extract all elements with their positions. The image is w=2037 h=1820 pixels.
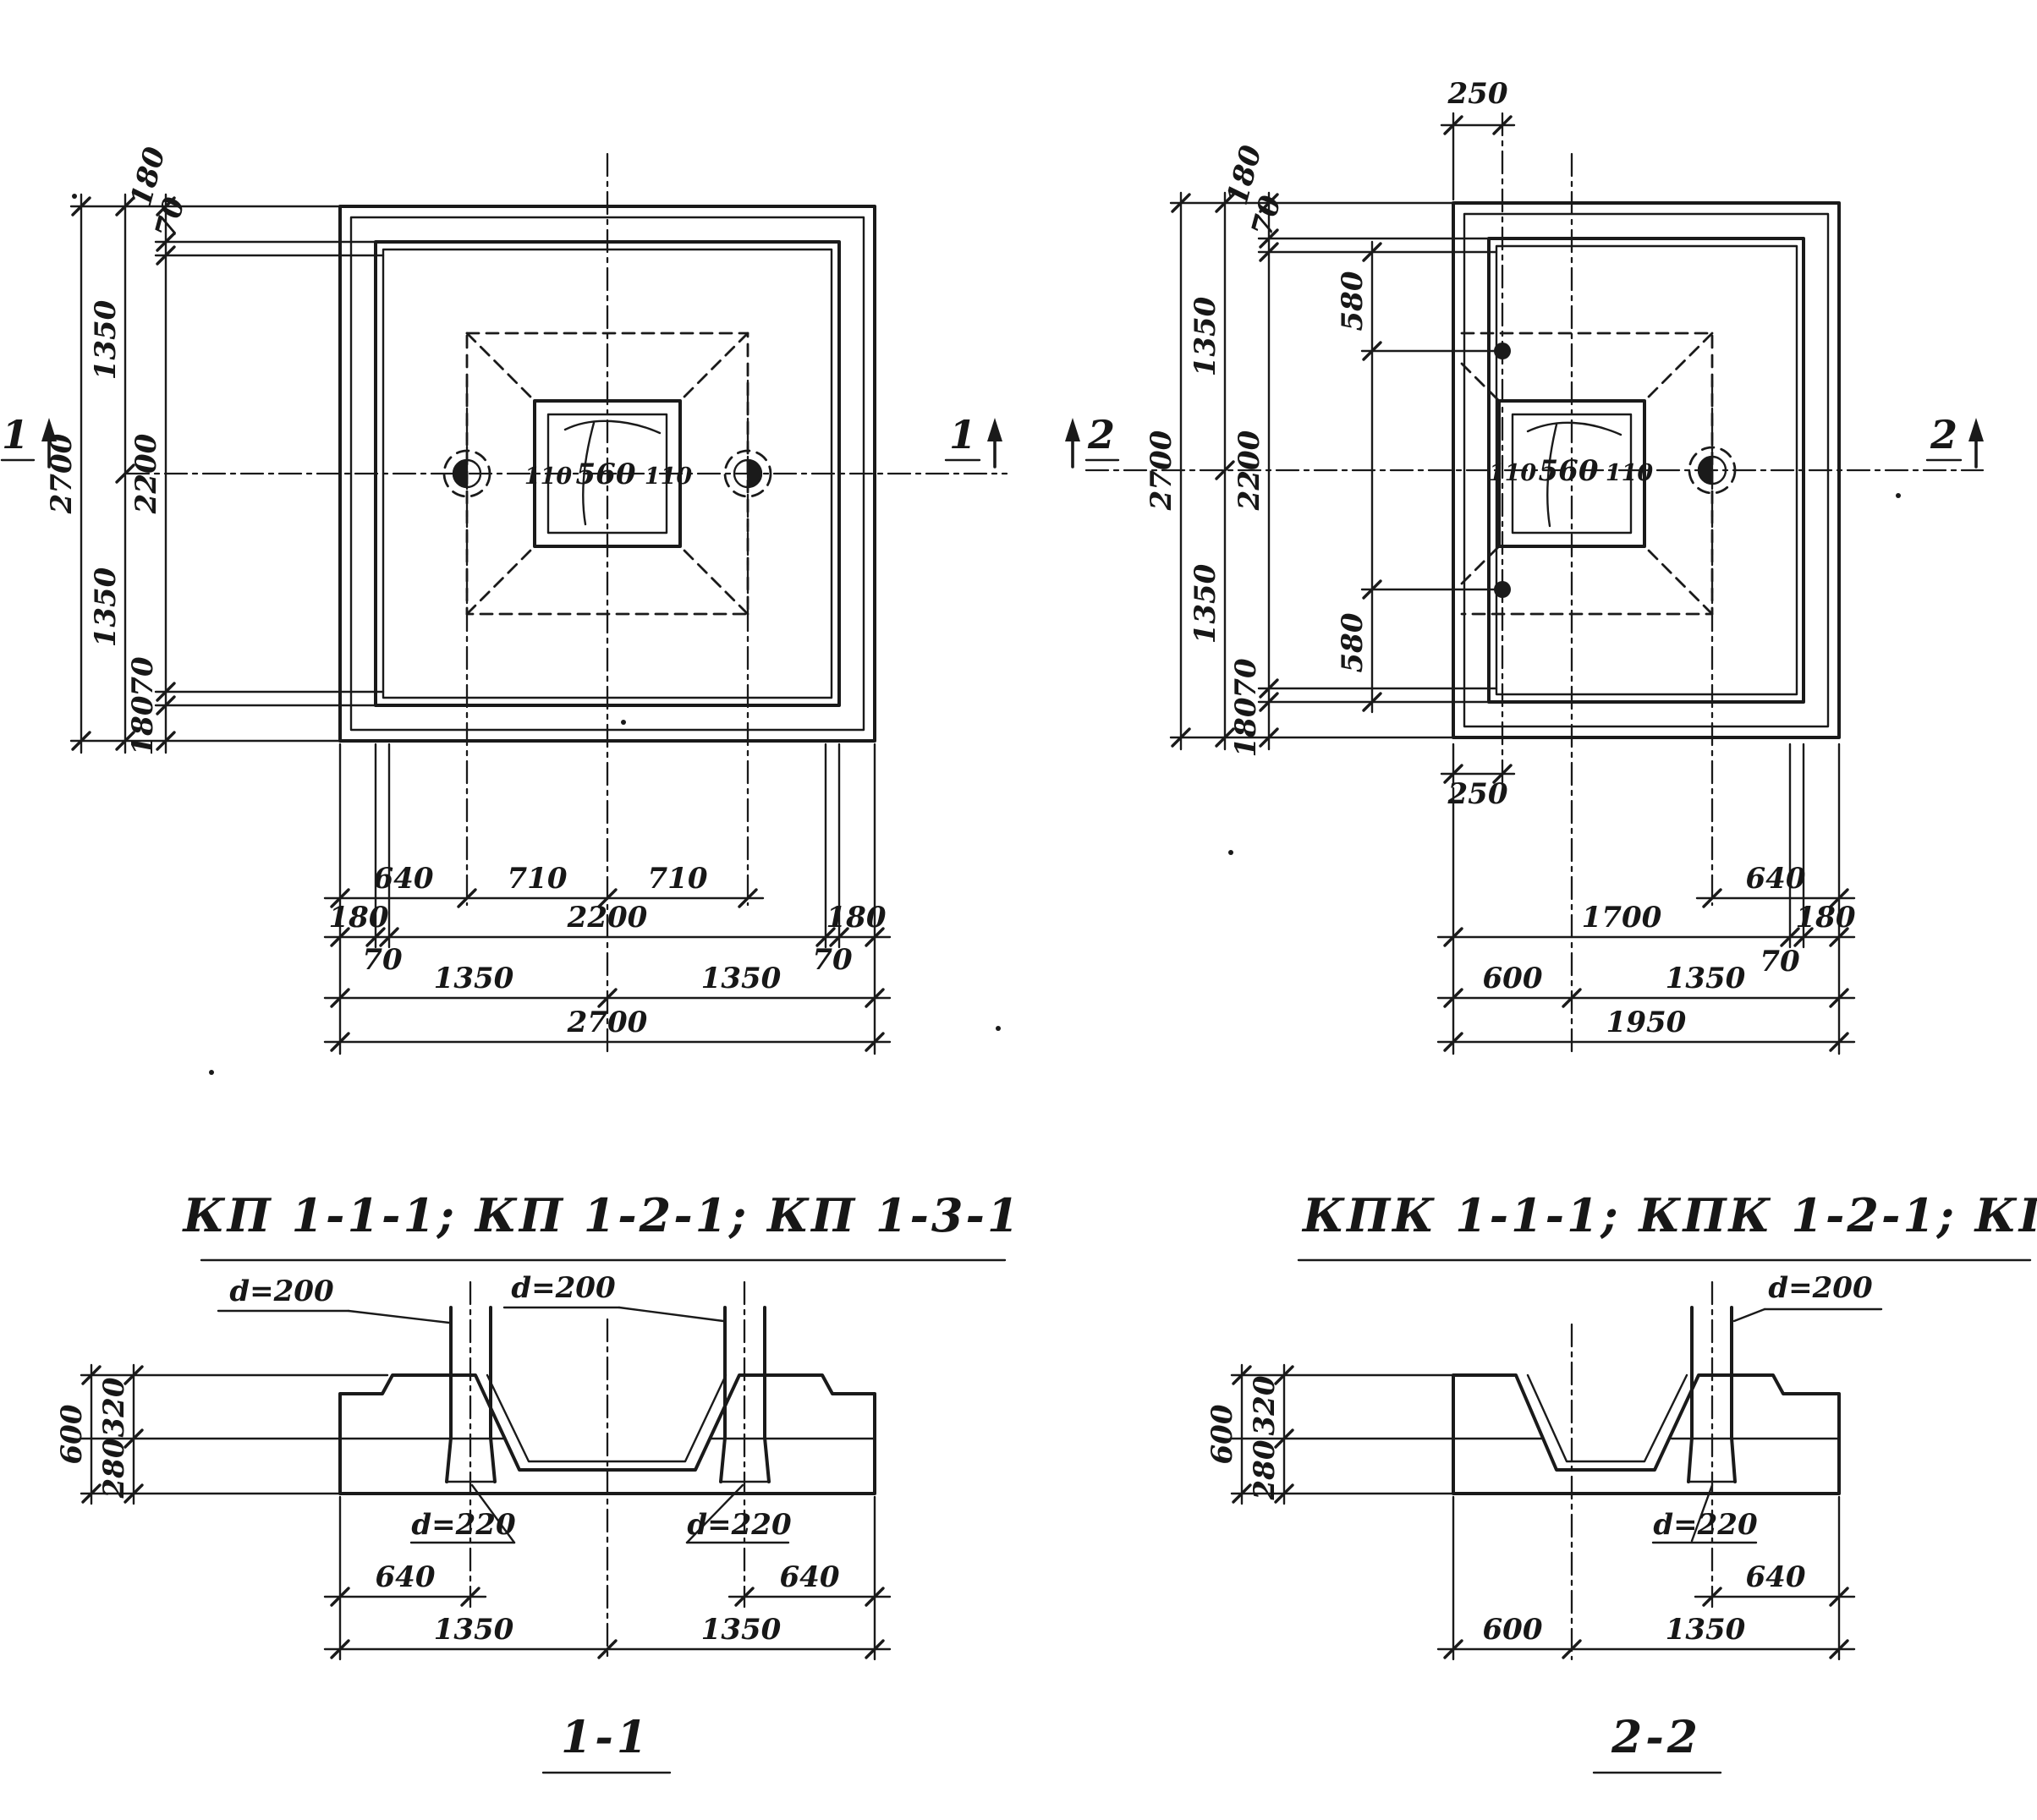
- section2-arrow-left: [1063, 416, 1082, 469]
- dim-600-s1: 600: [55, 1404, 89, 1464]
- dim-250-top: 250: [1447, 77, 1508, 111]
- dim-1350-s2b: 1350: [1666, 1613, 1746, 1647]
- pencil-scribble: [1526, 421, 1622, 436]
- dim-560: 560: [576, 458, 636, 491]
- section1-dims-left: [80, 1363, 389, 1505]
- plan-left: [0, 152, 1008, 1055]
- dim-2700-l: 2700: [45, 433, 79, 514]
- dim-320-s1: 320: [97, 1377, 131, 1437]
- dim-110-rb: 110: [1606, 460, 1654, 486]
- dim-70-bot-l: 70: [126, 656, 160, 697]
- pipe-right: [719, 1306, 771, 1483]
- dim-600-s2b: 600: [1483, 1613, 1543, 1647]
- dim-70-bl: 70: [362, 943, 403, 977]
- dim-580-bot: 580: [1336, 612, 1370, 672]
- dim-2700-r: 2700: [1145, 430, 1178, 511]
- section2-outline: [1452, 1373, 1841, 1495]
- section2-marker-left: 2: [1087, 412, 1115, 458]
- dim-110-b: 110: [645, 463, 693, 490]
- dim-710-b: 710: [648, 862, 708, 896]
- scan-specks: [72, 194, 1901, 1075]
- section2-dims-bottom: [1436, 1495, 1856, 1661]
- section1-marker-right: 1: [949, 412, 976, 458]
- label-d220-s2: d=220: [1653, 1508, 1758, 1542]
- dim-1350-top-r: 1350: [1189, 296, 1222, 376]
- dim-1350-ba: 1350: [434, 962, 514, 995]
- dim-320-s2: 320: [1248, 1375, 1282, 1435]
- dim-250-bot: 250: [1447, 777, 1508, 811]
- section1-leaders: [217, 1306, 790, 1544]
- dim-70-rb: 70: [1760, 945, 1800, 979]
- title-plan-left: КП 1-1-1; КП 1-2-1; КП 1-3-1: [182, 1188, 1022, 1242]
- title-section-1-1: 1-1: [561, 1712, 651, 1763]
- section2-marker-right: 2: [1930, 412, 1957, 458]
- section2-arrow-right: [1967, 416, 1985, 469]
- plan-right-dims-left: [1169, 191, 1504, 751]
- dim-110-a: 110: [524, 463, 573, 490]
- dim-580-top: 580: [1336, 271, 1370, 331]
- dim-110-ra: 110: [1489, 460, 1537, 486]
- dim-180-rb: 180: [1796, 901, 1856, 935]
- section2-dims-left: [1230, 1363, 1455, 1505]
- dim-640-s2: 640: [1746, 1560, 1806, 1594]
- label-d200-s2: d=200: [1768, 1271, 1873, 1305]
- dim-600-rb: 600: [1483, 962, 1543, 995]
- pencil-scribble: [563, 419, 662, 435]
- dim-1350-s1b: 1350: [701, 1613, 782, 1647]
- dim-180-bot-l: 180: [126, 695, 160, 755]
- dim-280-s1: 280: [97, 1438, 131, 1499]
- dim-640-s1b: 640: [780, 1560, 840, 1594]
- label-d200-left: d=200: [229, 1275, 334, 1308]
- dim-600-s2: 600: [1205, 1404, 1239, 1464]
- dim-560-r: 560: [1539, 454, 1599, 488]
- dim-180-bl: 180: [329, 901, 389, 935]
- dim-1350-bot-r: 1350: [1189, 563, 1222, 644]
- dim-180-br: 180: [826, 901, 887, 935]
- dim-640-r: 640: [1746, 862, 1806, 896]
- dim-640-s1a: 640: [376, 1560, 436, 1594]
- plan-right: [1063, 112, 1985, 1055]
- dim-1350-top-l: 1350: [89, 299, 123, 380]
- label-d200-right: d=200: [511, 1271, 616, 1305]
- dim-1350-bot-l: 1350: [89, 567, 123, 647]
- pipe-left: [445, 1306, 497, 1483]
- title-section-2-2: 2-2: [1611, 1712, 1701, 1763]
- dim-2200-l: 2200: [129, 433, 163, 514]
- dim-1350-bb: 1350: [701, 962, 782, 995]
- dim-70-bot-r: 70: [1229, 658, 1263, 699]
- dim-2200-b: 2200: [567, 901, 648, 935]
- label-d220-right: d=220: [687, 1508, 792, 1542]
- dim-180-bot-r: 180: [1229, 697, 1263, 757]
- section2-leaders: [1651, 1307, 1883, 1544]
- title-plan-right: КПК 1-1-1; КПК 1-2-1; КПК 1-3-1: [1301, 1188, 2037, 1242]
- dim-1700: 1700: [1582, 901, 1662, 935]
- section-1-1: [80, 1280, 892, 1774]
- section1-marker-left: 1: [2, 412, 29, 458]
- dim-2200-r: 2200: [1233, 430, 1266, 511]
- dim-70-br: 70: [812, 943, 853, 977]
- dim-1950: 1950: [1606, 1006, 1687, 1039]
- dim-710-a: 710: [508, 862, 568, 896]
- dim-640: 640: [374, 862, 434, 896]
- section-2-2: [1230, 1280, 1883, 1774]
- dim-1350-rb: 1350: [1666, 962, 1746, 995]
- section1-outline: [338, 1373, 876, 1495]
- label-d220-left: d=220: [411, 1508, 516, 1542]
- section1-arrow-right: [986, 416, 1004, 469]
- plan-left-dims-left: [69, 193, 385, 754]
- dim-2700-b: 2700: [567, 1006, 648, 1039]
- dim-1350-s1a: 1350: [434, 1613, 514, 1647]
- dim-280-s2: 280: [1248, 1439, 1282, 1500]
- plan-right-dims-bottom: [1436, 743, 1856, 1055]
